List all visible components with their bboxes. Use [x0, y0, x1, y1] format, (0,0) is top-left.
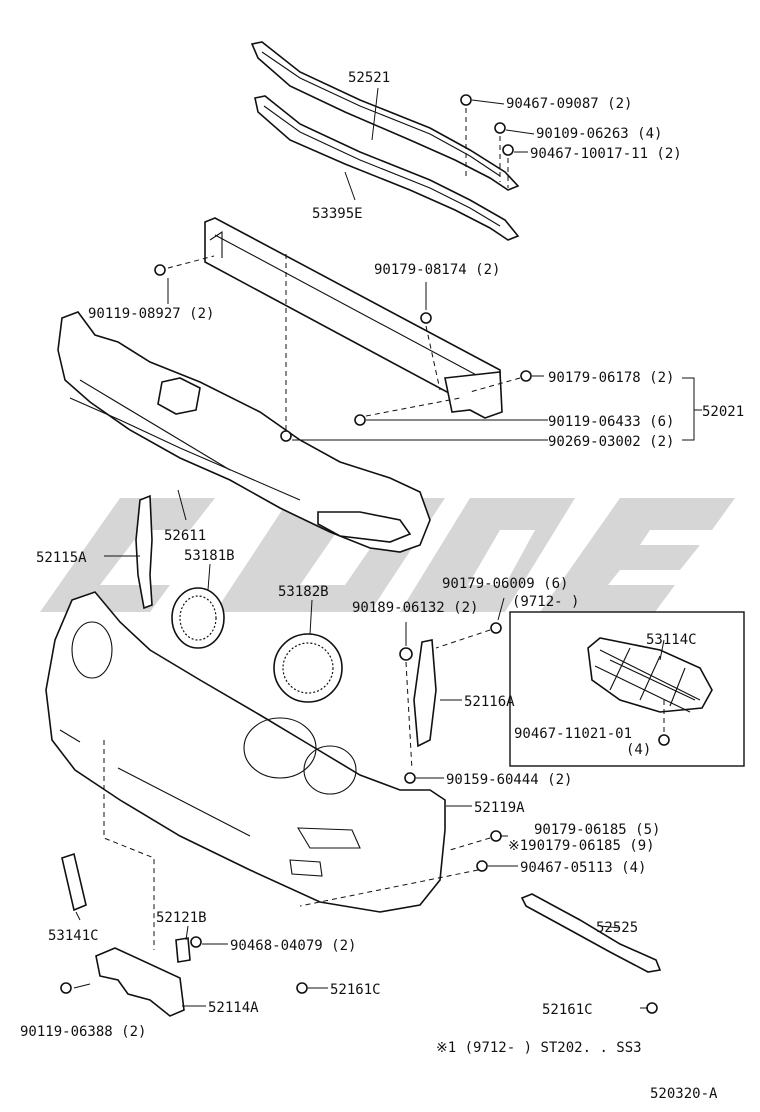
- label-90467-05113: 90467-05113 (4): [520, 860, 646, 876]
- inset-9712-box: [509, 611, 745, 767]
- label-90159-60444: 90159-60444 (2): [446, 772, 572, 788]
- part-53395E-absorber: [254, 95, 520, 241]
- label-52161C-a: 52161C: [330, 982, 381, 998]
- label-90119-08927: 90119-08927 (2): [88, 306, 214, 322]
- label-52525: 52525: [596, 920, 638, 936]
- labels: 52521 53395E 90467-09087 (2) 90109-06263…: [20, 70, 744, 1102]
- label-90179-06185: 90179-06185 (5): [534, 822, 660, 838]
- part-53181B-ring: [171, 587, 225, 649]
- label-52114A: 52114A: [208, 1000, 259, 1016]
- part-53182B-ring: [273, 633, 343, 703]
- label-53182B: 53182B: [278, 584, 329, 600]
- label-52521: 52521: [348, 70, 390, 86]
- label-90179-08174: 90179-08174 (2): [374, 262, 500, 278]
- part-52611-absorber: [57, 311, 431, 553]
- part-52114A-bracket: [95, 947, 185, 1017]
- label-90468-04079: 90468-04079 (2): [230, 938, 356, 954]
- label-52161C-b: 52161C: [542, 1002, 593, 1018]
- label-53395E: 53395E: [312, 206, 363, 222]
- part-52121B: [175, 937, 191, 963]
- label-52115A: 52115A: [36, 550, 87, 566]
- leader-lines: [73, 87, 702, 1009]
- label-90269-03002: 90269-03002 (2): [548, 434, 674, 450]
- label-53114C: 53114C: [646, 632, 697, 648]
- label-52021: 52021: [702, 404, 744, 420]
- label-90119-06388: 90119-06388 (2): [20, 1024, 146, 1040]
- label-90179-06009: 90179-06009 (6): [442, 576, 568, 592]
- label-52121B: 52121B: [156, 910, 207, 926]
- label-9712-range: (9712- ): [512, 594, 579, 610]
- label-90119-06433: 90119-06433 (6): [548, 414, 674, 430]
- label-90109-06263: 90109-06263 (4): [536, 126, 662, 142]
- label-52116A: 52116A: [464, 694, 515, 710]
- label-90189-06132: 90189-06132 (2): [352, 600, 478, 616]
- footnote: ※1 (9712- ) ST202. . SS3: [436, 1040, 642, 1056]
- label-190179-06185: ※190179-06185 (9): [508, 838, 655, 854]
- fasteners: [60, 94, 670, 1014]
- figure-id: 520320-A: [650, 1086, 718, 1102]
- part-52521-reinforcement: [250, 41, 520, 191]
- label-90467-11021-01: 90467-11021-01: [514, 726, 632, 742]
- part-52021-reinforcement-bar: [204, 217, 503, 419]
- label-90467-09087: 90467-09087 (2): [506, 96, 632, 112]
- label-53181B: 53181B: [184, 548, 235, 564]
- label-52119A: 52119A: [474, 800, 525, 816]
- label-52611: 52611: [164, 528, 206, 544]
- part-52119A-bumper-cover: [45, 591, 446, 913]
- label-90467-11021-01-qty: (4): [626, 742, 651, 758]
- part-52115A-bracket: [135, 494, 153, 610]
- label-90179-06178: 90179-06178 (2): [548, 370, 674, 386]
- part-52116A-bracket: [413, 639, 437, 748]
- label-53141C: 53141C: [48, 928, 99, 944]
- part-52525-strip: [520, 893, 662, 973]
- label-90467-10017-11: 90467-10017-11 (2): [530, 146, 682, 162]
- part-53141C: [61, 852, 87, 912]
